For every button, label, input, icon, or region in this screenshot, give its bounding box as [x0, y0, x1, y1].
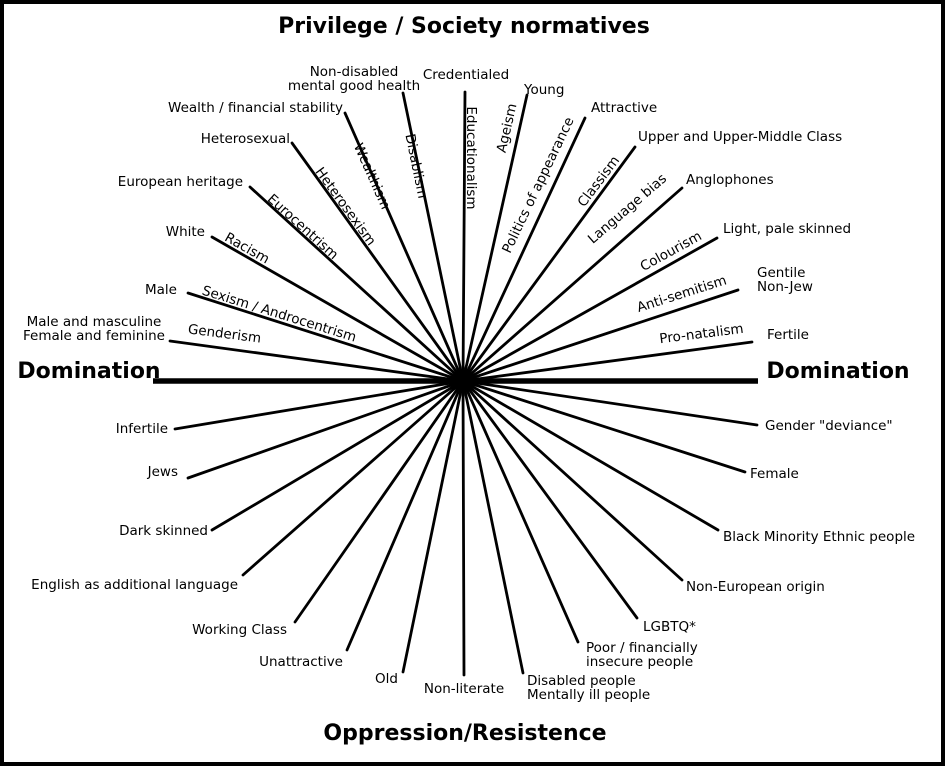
privilege-label: White [166, 224, 205, 240]
spoke-line-oppression [461, 379, 684, 582]
privilege-label: Attractive [591, 100, 657, 116]
spoke-line-oppression [461, 379, 525, 675]
privilege-label: Heterosexual [201, 131, 290, 147]
title-domination-right: Domination [766, 359, 909, 384]
oppression-label: Jews [147, 464, 178, 480]
spoke-line-oppression [461, 379, 747, 474]
spoke-line-privilege [168, 339, 465, 383]
spoke-line-oppression [401, 379, 465, 674]
ism-label: Eurocentrism [264, 191, 341, 263]
oppression-label: Dark skinned [119, 523, 208, 539]
spoke-line-oppression [293, 379, 465, 624]
oppression-label: English as additional language [31, 577, 238, 593]
privilege-label: Upper and Upper-Middle Class [638, 129, 842, 145]
privilege-label: European heritage [118, 174, 243, 190]
title-oppression: Oppression/Resistence [323, 721, 606, 746]
title-privilege: Privilege / Society normatives [278, 14, 650, 39]
oppression-label: Old [375, 671, 398, 687]
oppression-label: Non-literate [424, 681, 504, 697]
oppression-label: Non-European origin [686, 579, 825, 595]
privilege-label: Fertile [767, 327, 809, 343]
oppression-label: Female [750, 466, 799, 482]
spoke-line-oppression [461, 379, 720, 532]
ism-label: Classism [575, 153, 624, 210]
privilege-label: Credentialed [423, 67, 509, 83]
ism-label: Genderism [187, 321, 262, 346]
spoke-line-oppression [461, 379, 759, 427]
spoke-line-privilege [461, 90, 467, 383]
ism-label: Wealthism [350, 141, 393, 212]
spoke-line-privilege [186, 291, 465, 383]
privilege-label: Anglophones [686, 172, 774, 188]
spoke-line-privilege [461, 340, 754, 383]
spoke-line-privilege [461, 116, 587, 383]
privilege-label: Male [145, 282, 177, 298]
oppression-label: Gender "deviance" [765, 418, 893, 434]
oppression-label: LGBTQ* [643, 619, 696, 635]
spoke-line-privilege [290, 141, 465, 383]
spoke-line-oppression [210, 379, 465, 532]
spoke-line-oppression [241, 379, 465, 577]
spoke-line-privilege [461, 145, 637, 383]
spoke-line-privilege [461, 288, 740, 383]
spoke-line-privilege [461, 93, 529, 383]
spoke-line-oppression [461, 379, 466, 677]
spoke-line-privilege [461, 186, 684, 383]
ism-label: Disablism [401, 132, 430, 200]
spoke-line-oppression [186, 379, 465, 480]
privilege-label: Young [523, 82, 564, 98]
ism-label: Pro-natalism [659, 321, 745, 347]
oppression-label: Infertile [116, 421, 168, 437]
spoke-line-privilege [248, 185, 465, 383]
privilege-label: Light, pale skinned [723, 221, 851, 237]
spoke-line-oppression [173, 379, 465, 431]
spoke-line-privilege [401, 91, 465, 383]
spoke-line-oppression [461, 379, 580, 644]
privilege-label: Wealth / financial stability [168, 100, 343, 116]
spoke-line-privilege [343, 111, 465, 383]
spoke-line-oppression [461, 379, 639, 620]
oppression-label: Black Minority Ethnic people [723, 529, 915, 545]
spoke-line-oppression [345, 379, 465, 652]
spoke-line-privilege [210, 235, 465, 383]
ism-label: Educationalism [463, 106, 479, 209]
oppression-label: Unattractive [259, 654, 343, 670]
title-domination-left: Domination [17, 359, 160, 384]
oppression-label: Working Class [192, 622, 287, 638]
spoke-line-privilege [461, 236, 719, 383]
